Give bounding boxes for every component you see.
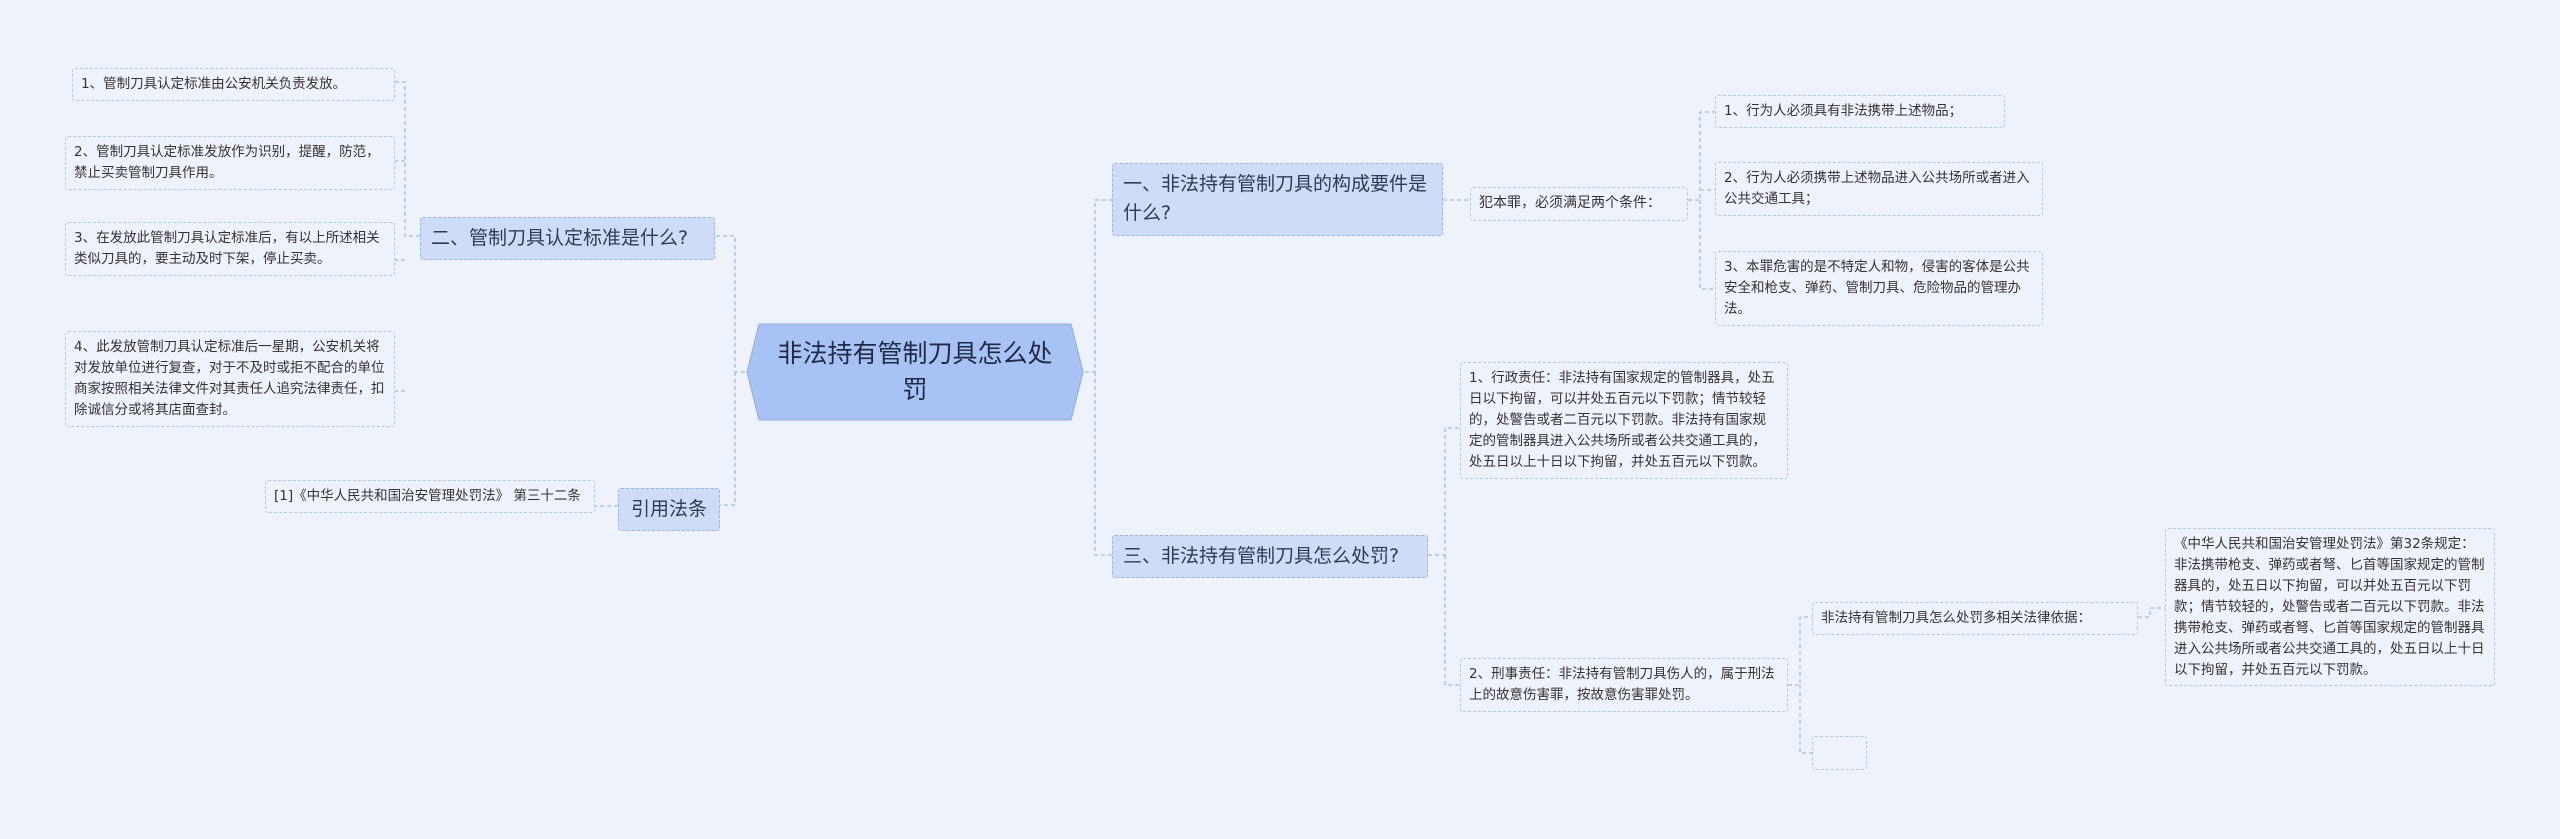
punish-admin[interactable]: 1、行政责任：非法持有国家规定的管制器具，处五日以下拘留，可以并处五百元以下罚款… bbox=[1460, 362, 1788, 479]
branch-standard-label: 二、管制刀具认定标准是什么? bbox=[431, 227, 689, 249]
standard-item-4[interactable]: 4、此发放管制刀具认定标准后一星期，公安机关将对发放单位进行复查，对于不及时或拒… bbox=[65, 331, 395, 427]
branch-constitution-label: 一、非法持有管制刀具的构成要件是什么? bbox=[1123, 173, 1428, 225]
root-label: 非法持有管制刀具怎么处罚 bbox=[777, 338, 1053, 404]
punish-basis-detail-text: 《中华人民共和国治安管理处罚法》第32条规定：非法携带枪支、弹药或者弩、匕首等国… bbox=[2174, 536, 2485, 678]
punish-criminal-text: 2、刑事责任：非法持有管制刀具伤人的，属于刑法上的故意伤害罪，按故意伤害罪处罚。 bbox=[1469, 666, 1775, 703]
standard-item-3[interactable]: 3、在发放此管制刀具认定标准后，有以上所述相关类似刀具的，要主动及时下架，停止买… bbox=[65, 222, 395, 276]
branch-law-label: 引用法条 bbox=[630, 498, 707, 520]
law-item-1-text: [1]《中华人民共和国治安管理处罚法》 第三十二条 bbox=[274, 488, 581, 504]
branch-law[interactable]: 引用法条 bbox=[618, 488, 720, 532]
standard-item-3-text: 3、在发放此管制刀具认定标准后，有以上所述相关类似刀具的，要主动及时下架，停止买… bbox=[74, 230, 380, 267]
standard-item-2-text: 2、管制刀具认定标准发放作为识别，提醒，防范，禁止买卖管制刀具作用。 bbox=[74, 144, 380, 181]
constitution-condition[interactable]: 犯本罪，必须满足两个条件： bbox=[1470, 187, 1688, 221]
standard-item-1-text: 1、管制刀具认定标准由公安机关负责发放。 bbox=[81, 76, 347, 92]
constitution-condition-text: 犯本罪，必须满足两个条件： bbox=[1479, 195, 1661, 211]
branch-punishment-label: 三、非法持有管制刀具怎么处罚? bbox=[1123, 545, 1400, 567]
root-shape bbox=[746, 323, 1084, 421]
punish-basis[interactable]: 非法持有管制刀具怎么处罚多相关法律依据： bbox=[1812, 602, 2138, 635]
constitution-item-1[interactable]: 1、行为人必须具有非法携带上述物品； bbox=[1715, 95, 2005, 128]
constitution-item-2-text: 2、行为人必须携带上述物品进入公共场所或者进入公共交通工具； bbox=[1724, 170, 2030, 207]
constitution-item-1-text: 1、行为人必须具有非法携带上述物品； bbox=[1724, 103, 1963, 119]
standard-item-4-text: 4、此发放管制刀具认定标准后一星期，公安机关将对发放单位进行复查，对于不及时或拒… bbox=[74, 339, 385, 418]
constitution-item-2[interactable]: 2、行为人必须携带上述物品进入公共场所或者进入公共交通工具； bbox=[1715, 162, 2043, 216]
standard-item-1[interactable]: 1、管制刀具认定标准由公安机关负责发放。 bbox=[72, 68, 395, 101]
root-topic[interactable]: 非法持有管制刀具怎么处罚 bbox=[745, 322, 1085, 422]
constitution-item-3[interactable]: 3、本罪危害的是不特定人和物，侵害的客体是公共安全和枪支、弹药、管制刀具、危险物… bbox=[1715, 251, 2043, 326]
law-item-1[interactable]: [1]《中华人民共和国治安管理处罚法》 第三十二条 bbox=[265, 480, 595, 513]
punish-empty-node[interactable] bbox=[1812, 736, 1867, 770]
branch-standard[interactable]: 二、管制刀具认定标准是什么? bbox=[420, 217, 715, 261]
punish-criminal[interactable]: 2、刑事责任：非法持有管制刀具伤人的，属于刑法上的故意伤害罪，按故意伤害罪处罚。 bbox=[1460, 658, 1788, 712]
punish-basis-text: 非法持有管制刀具怎么处罚多相关法律依据： bbox=[1821, 610, 2091, 626]
constitution-item-3-text: 3、本罪危害的是不特定人和物，侵害的客体是公共安全和枪支、弹药、管制刀具、危险物… bbox=[1724, 259, 2030, 317]
branch-punishment[interactable]: 三、非法持有管制刀具怎么处罚? bbox=[1112, 535, 1428, 579]
branch-constitution[interactable]: 一、非法持有管制刀具的构成要件是什么? bbox=[1112, 163, 1443, 236]
punish-basis-detail[interactable]: 《中华人民共和国治安管理处罚法》第32条规定：非法携带枪支、弹药或者弩、匕首等国… bbox=[2165, 528, 2495, 687]
standard-item-2[interactable]: 2、管制刀具认定标准发放作为识别，提醒，防范，禁止买卖管制刀具作用。 bbox=[65, 136, 395, 190]
punish-admin-text: 1、行政责任：非法持有国家规定的管制器具，处五日以下拘留，可以并处五百元以下罚款… bbox=[1469, 370, 1775, 470]
